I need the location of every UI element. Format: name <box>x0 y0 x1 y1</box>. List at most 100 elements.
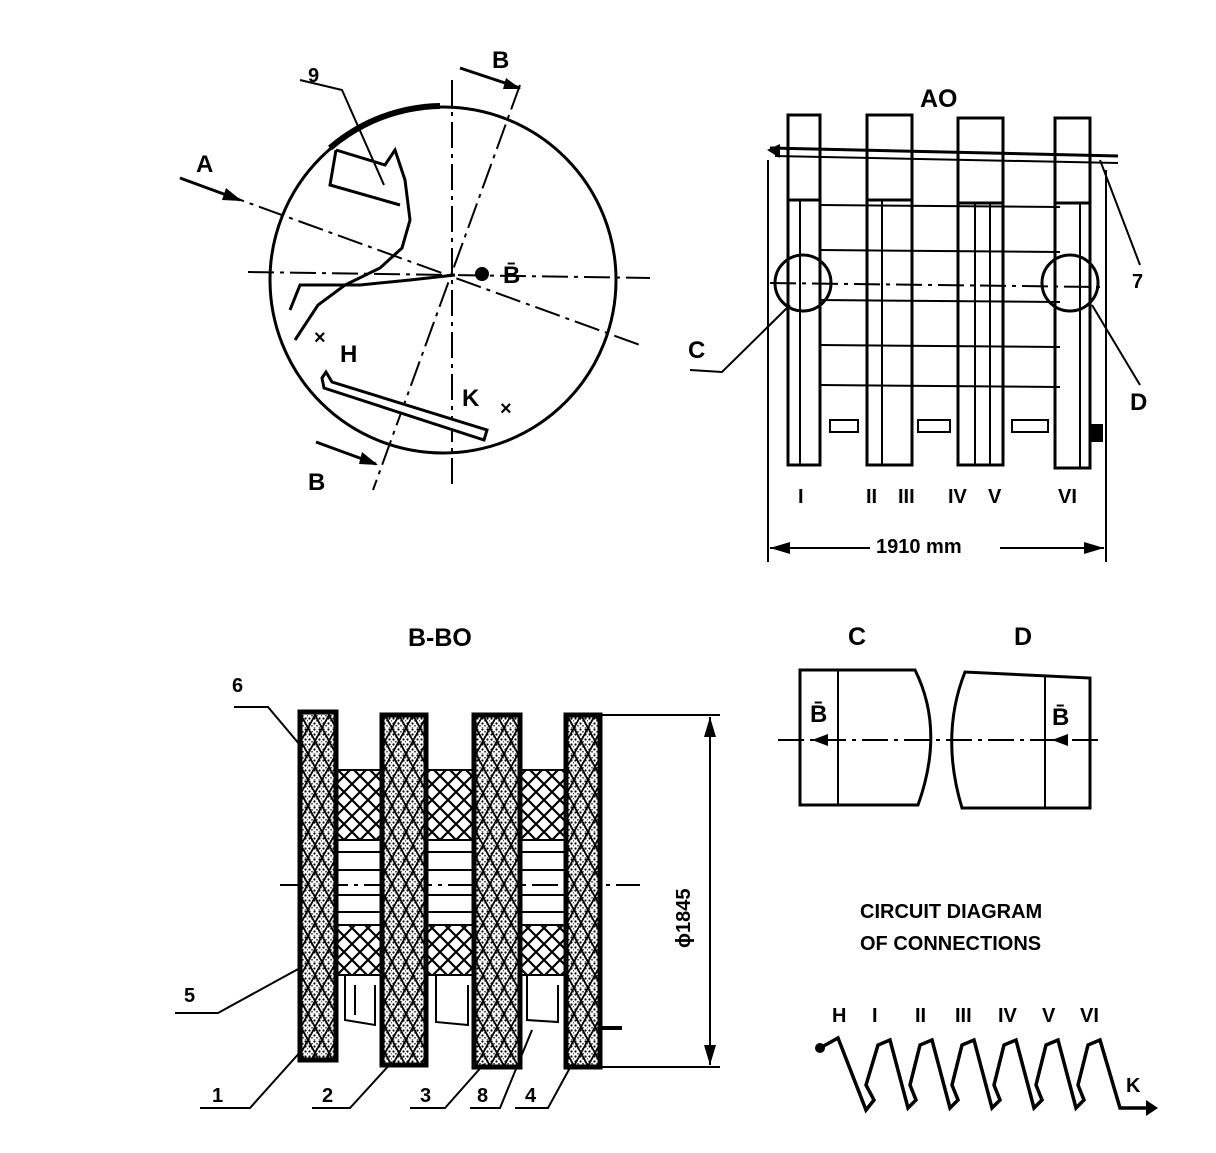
spacer-lines <box>819 204 1061 388</box>
terminal-H: H <box>832 1005 846 1027</box>
winding-label-II: II <box>866 486 877 508</box>
terminal-arrow-k <box>1146 1100 1158 1116</box>
detail-d-arrow <box>1052 734 1068 746</box>
winding-label-VI: VI <box>1058 486 1077 508</box>
leader-3 <box>410 1063 485 1109</box>
detail-c-title: C <box>848 623 866 651</box>
detail-views: C D B̄ B̄ <box>778 623 1102 810</box>
detail-circle-d <box>1040 253 1100 313</box>
winding-label-V: V <box>988 486 1002 508</box>
detail-c-mark: B̄ <box>810 701 827 728</box>
detail-d-mark: B̄ <box>1052 704 1069 731</box>
ao-title: AO <box>920 85 958 113</box>
ao-elevation-view: AO <box>688 85 1147 562</box>
label-h: H <box>340 341 357 368</box>
section-title: B-BO <box>408 624 472 652</box>
dim-1845-text: ϕ1845 <box>673 889 695 948</box>
winding-label-III: III <box>898 486 915 508</box>
lead-loop-1 <box>344 975 376 1027</box>
lead-tag-upper <box>328 149 401 207</box>
hatch-band-upper <box>334 769 601 841</box>
detail-d-title: D <box>1014 623 1032 651</box>
ao-winding-II-III <box>865 113 914 467</box>
zigzag-winding-path <box>819 1035 1155 1114</box>
coil-2 <box>379 712 429 1068</box>
leader-9 <box>299 79 385 186</box>
label-9: 9 <box>308 65 319 87</box>
callout-4: 4 <box>525 1085 537 1107</box>
ao-winding-IV-V <box>956 116 1005 467</box>
coil-1 <box>297 709 339 1063</box>
terminal-IV: IV <box>998 1005 1018 1027</box>
label-b-bottom: B <box>308 469 325 496</box>
leader-4 <box>515 1063 573 1109</box>
callout-5: 5 <box>184 985 195 1007</box>
bus-bar <box>320 369 489 442</box>
leader-5 <box>175 967 301 1014</box>
leader-8 <box>470 1029 533 1109</box>
coil-3 <box>471 712 523 1070</box>
hatch-band-lower <box>334 924 601 976</box>
ao-centerline <box>769 282 1101 288</box>
detail-c-body <box>798 668 933 807</box>
terminal-K: K <box>1126 1075 1141 1097</box>
callout-c: C <box>688 337 705 364</box>
label-a: A <box>196 151 213 178</box>
winding-label-IV: IV <box>948 486 968 508</box>
lead-upper <box>293 146 412 341</box>
lead-lower <box>288 273 456 311</box>
top-rod-2 <box>774 155 1119 164</box>
mark-x-k: × <box>500 398 512 420</box>
dim-arrow-bottom <box>704 1045 716 1065</box>
terminal-I: I <box>872 1005 878 1027</box>
core-outline-circle <box>268 105 618 455</box>
arrow-b-bottom-head <box>359 452 378 465</box>
mark-x-h: × <box>314 327 326 349</box>
terminal-dot <box>475 267 489 281</box>
bottom-blocks <box>829 419 1103 442</box>
section-b-bo-view: B-BO ϕ1845 6 5 1 <box>175 624 720 1109</box>
leader-1 <box>200 1049 303 1109</box>
dim-1910-text: 1910 mm <box>876 536 962 558</box>
terminal-V: V <box>1042 1005 1056 1027</box>
leader-2 <box>312 1061 393 1109</box>
leader-d <box>1091 304 1141 386</box>
ao-winding-I <box>786 113 822 467</box>
terminal-VI: VI <box>1080 1005 1099 1027</box>
dim-arrow-left <box>770 542 790 554</box>
circuit-diagram: CIRCUIT DIAGRAM OF CONNECTIONS H I II II… <box>815 901 1158 1116</box>
callout-6: 6 <box>232 675 243 697</box>
arrow-b-top-head <box>503 78 521 89</box>
detail-c-arrow <box>812 734 828 746</box>
callout-1: 1 <box>212 1085 223 1107</box>
detail-d-body <box>950 670 1092 810</box>
callout-d: D <box>1130 389 1147 416</box>
section-line-a <box>179 177 641 346</box>
ao-winding-VI <box>1053 116 1092 470</box>
arrow-a-head <box>222 188 242 201</box>
callout-2: 2 <box>322 1085 333 1107</box>
callout-8: 8 <box>477 1085 488 1107</box>
dim-text-bg <box>870 532 1000 556</box>
coil-4 <box>563 712 603 1070</box>
callout-3: 3 <box>420 1085 431 1107</box>
top-rod-end <box>767 144 780 158</box>
dim-arrow-right <box>1084 542 1104 554</box>
label-b-top: B <box>492 47 509 74</box>
callout-7: 7 <box>1132 271 1143 293</box>
terminal-dot-h <box>815 1043 825 1053</box>
top-arc-thick <box>328 103 441 151</box>
circle-plan-view: 9 A B B B̄ H K × × <box>179 47 651 496</box>
terminal-III: III <box>955 1005 972 1027</box>
winding-label-I: I <box>798 486 804 508</box>
label-k: K <box>462 385 480 412</box>
circuit-title-line2: OF CONNECTIONS <box>860 933 1041 955</box>
lead-loop-2 <box>435 975 469 1027</box>
dim-arrow-top <box>704 717 716 737</box>
leader-6 <box>234 706 301 746</box>
label-b-bar: B̄ <box>503 262 520 289</box>
detail-circle-c <box>773 253 833 313</box>
top-rod-1 <box>769 146 1119 158</box>
